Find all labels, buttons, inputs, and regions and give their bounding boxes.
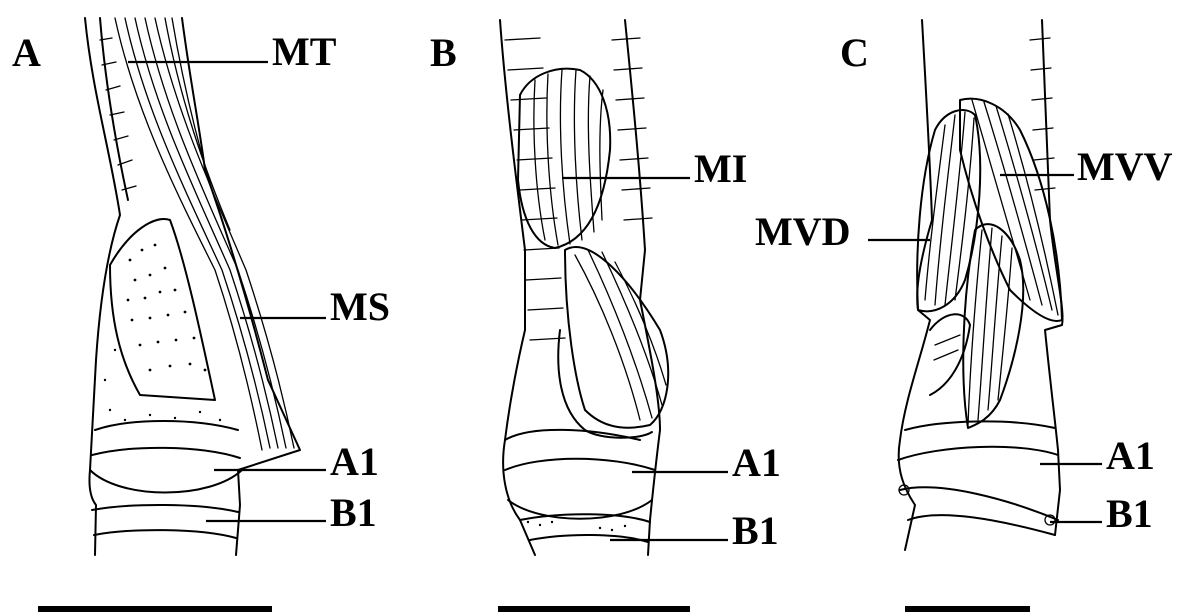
label-mt: MT (272, 32, 336, 72)
label-b1-a: B1 (330, 493, 377, 533)
panel-letter-a: A (12, 33, 41, 73)
panel-letter-c: C (840, 33, 869, 73)
label-a1-a: A1 (330, 442, 379, 482)
label-ms: MS (330, 287, 390, 327)
label-mvv: MVV (1077, 147, 1173, 187)
label-a1-b: A1 (732, 443, 781, 483)
label-b1-c: B1 (1106, 494, 1153, 534)
label-mi: MI (694, 149, 747, 189)
label-b1-b: B1 (732, 511, 779, 551)
panel-b-drawing (500, 20, 668, 555)
panel-c-drawing (898, 20, 1063, 550)
label-a1-c: A1 (1106, 436, 1155, 476)
label-mvd: MVD (755, 212, 851, 252)
panel-letter-b: B (430, 33, 457, 73)
panel-a-drawing (85, 18, 300, 555)
